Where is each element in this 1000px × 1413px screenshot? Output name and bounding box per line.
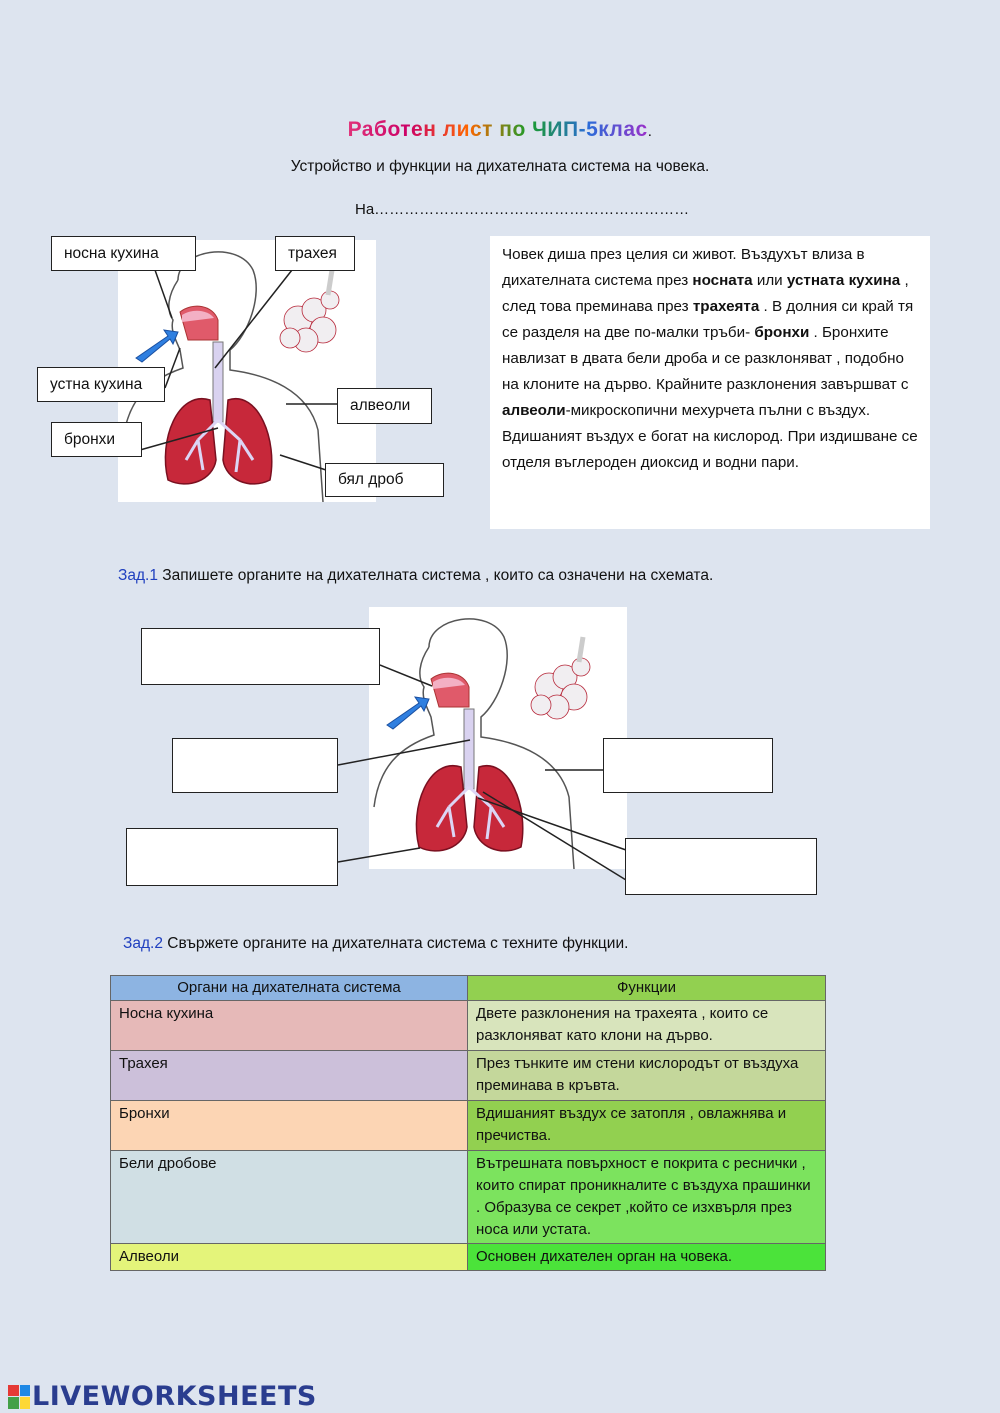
task-1-instruction: Зад.1 Запишете органите на дихателната с… xyxy=(118,567,714,584)
respiratory-diagram-2 xyxy=(369,607,627,870)
function-cell: През тънките им стени кислородът от възд… xyxy=(467,1050,826,1101)
worksheet-title: Работен лист по ЧИП-5клас. xyxy=(0,118,1000,142)
label-bronchi: бронхи xyxy=(51,422,142,457)
function-cell: Вътрешната повърхност е покрита с реснич… xyxy=(467,1150,826,1244)
organ-cell: Бронхи xyxy=(110,1100,468,1151)
task-2-instruction: Зад.2 Свържете органите на дихателната с… xyxy=(123,935,629,952)
student-name-line: На……………………………………………………… xyxy=(355,201,690,218)
respiratory-system-illustration-1 xyxy=(122,251,340,503)
answer-box-2[interactable] xyxy=(172,738,338,793)
function-cell: Вдишаният въздух се затопля , овлажнява … xyxy=(467,1100,826,1151)
organ-cell: Алвеоли xyxy=(110,1243,468,1271)
header-organs: Органи на дихателната система xyxy=(110,975,468,1001)
label-nasal-cavity: носна кухина xyxy=(51,236,196,271)
respiratory-system-illustration-2 xyxy=(373,618,591,870)
label-oral-cavity: устна кухина xyxy=(37,367,165,402)
label-white-lung: бял дроб xyxy=(325,463,444,497)
organ-cell: Носна кухина xyxy=(110,1000,468,1051)
matching-table: Органи на дихателната система Функции Но… xyxy=(110,975,826,1271)
liveworksheets-mark-icon xyxy=(8,1384,30,1409)
answer-box-1[interactable] xyxy=(141,628,380,685)
function-cell: Двете разклонения на трахеята , които се… xyxy=(467,1000,826,1051)
title-text: Работен лист по ЧИП-5клас xyxy=(347,118,648,141)
header-functions: Функции xyxy=(467,975,826,1001)
answer-box-5[interactable] xyxy=(625,838,817,895)
info-text-box: Човек диша през целия си живот. Въздухът… xyxy=(490,236,930,529)
organ-cell: Бели дробове xyxy=(110,1150,468,1244)
title-trailing: . xyxy=(647,123,653,140)
organ-cell: Трахея xyxy=(110,1050,468,1101)
answer-box-3[interactable] xyxy=(603,738,773,793)
liveworksheets-logo: LIVEWORKSHEETS xyxy=(8,1381,317,1412)
answer-box-4[interactable] xyxy=(126,828,338,886)
worksheet-subtitle: Устройство и функции на дихателната сист… xyxy=(290,158,710,175)
label-trachea: трахея xyxy=(275,236,355,271)
diagram-1-pointer-lines xyxy=(139,269,338,471)
label-alveoli: алвеоли xyxy=(337,388,432,424)
function-cell: Основен дихателен орган на човека. xyxy=(467,1243,826,1271)
